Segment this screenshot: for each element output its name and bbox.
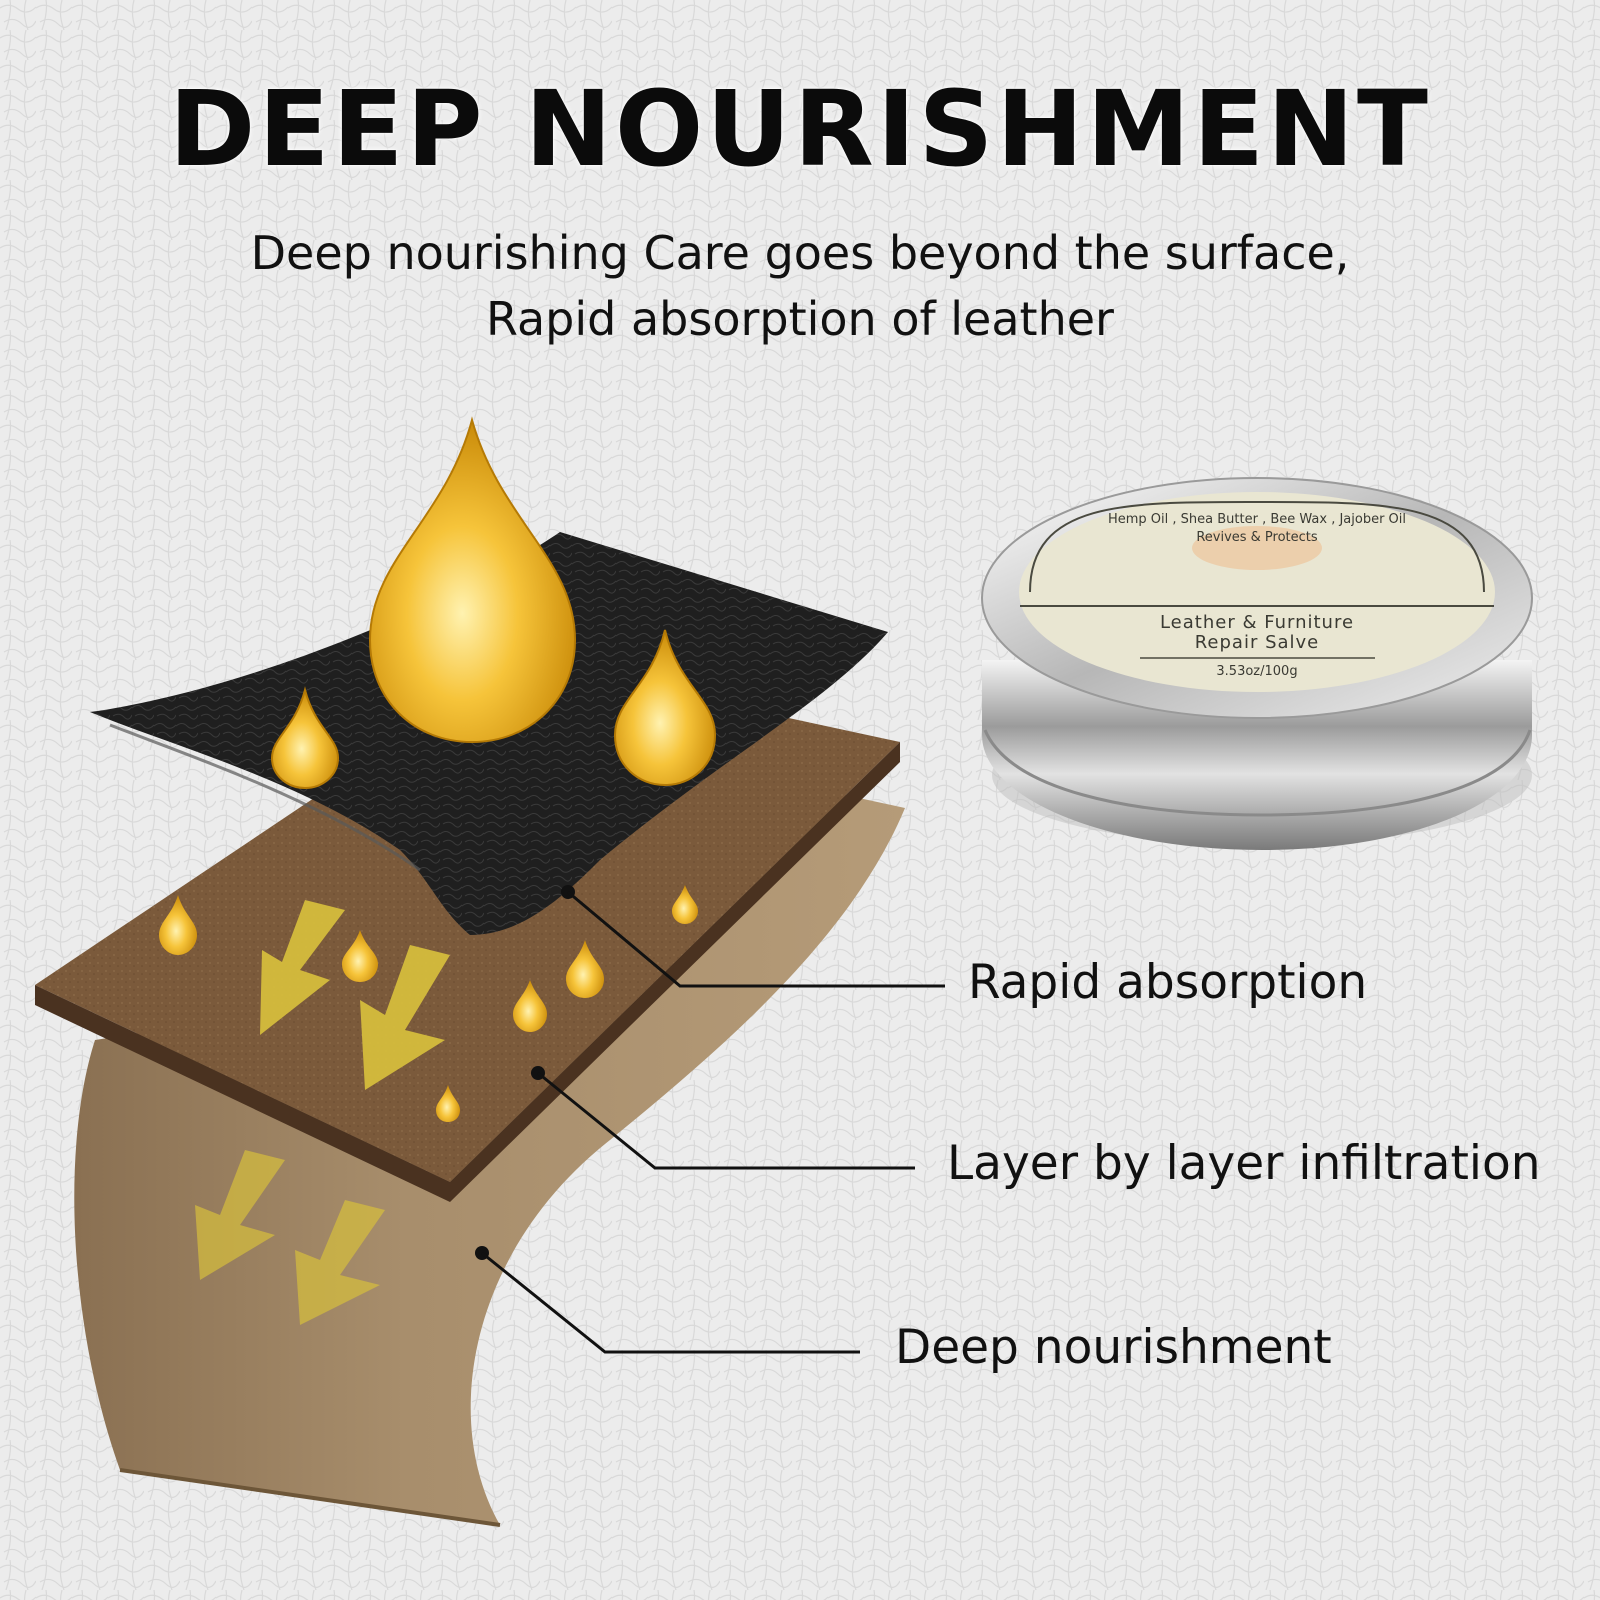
base-layer-edge bbox=[119, 1468, 501, 1527]
subtitle-line-1: Deep nourishing Care goes beyond the sur… bbox=[250, 226, 1350, 280]
oil-drop-small-1 bbox=[159, 895, 197, 955]
tin-name-line-2: Repair Salve bbox=[1194, 632, 1320, 653]
tin-weight: 3.53oz/100g bbox=[1216, 664, 1298, 679]
callout-line-2 bbox=[537, 1071, 915, 1170]
leather-top-sheen bbox=[109, 723, 421, 872]
oil-drop-right bbox=[613, 629, 717, 787]
product-tin bbox=[981, 477, 1533, 850]
subtitle-line-2: Rapid absorption of leather bbox=[486, 292, 1114, 346]
callout-line-1 bbox=[567, 890, 945, 988]
callout-label-layer-infiltration: Layer by layer infiltration bbox=[947, 1136, 1541, 1191]
arrow-1 bbox=[260, 900, 345, 1035]
callout-label-deep-nourishment: Deep nourishment bbox=[895, 1320, 1332, 1375]
tin-tagline: Revives & Protects bbox=[1196, 530, 1318, 545]
penetration-arrows bbox=[195, 900, 450, 1325]
arrow-2 bbox=[360, 945, 450, 1090]
oil-drop-small-2 bbox=[342, 930, 378, 982]
callout-line-3 bbox=[481, 1251, 860, 1354]
tin-name-line-1: Leather & Furniture bbox=[1159, 612, 1355, 633]
oil-drop-small-4 bbox=[513, 980, 547, 1032]
oil-drop-small-6 bbox=[436, 1085, 460, 1122]
tin-label bbox=[1019, 492, 1495, 692]
tin-honeycomb bbox=[1192, 526, 1322, 570]
tin-label-arc bbox=[1029, 500, 1485, 593]
oil-drops bbox=[159, 416, 717, 1122]
arrow-3 bbox=[195, 1150, 285, 1280]
oil-drop-small-3 bbox=[566, 940, 604, 998]
headline: DEEP NOURISHMENT bbox=[169, 68, 1431, 190]
oil-drop-left bbox=[270, 686, 340, 790]
oil-drop-large bbox=[368, 416, 577, 744]
callout-label-rapid-absorption: Rapid absorption bbox=[968, 955, 1368, 1010]
callout-lines bbox=[475, 885, 945, 1354]
arrow-4 bbox=[295, 1200, 385, 1325]
tin-groove bbox=[983, 729, 1532, 817]
tin-ingredients: Hemp Oil , Shea Butter , Bee Wax , Jajob… bbox=[1107, 512, 1407, 527]
oil-drop-small-5 bbox=[672, 885, 698, 924]
